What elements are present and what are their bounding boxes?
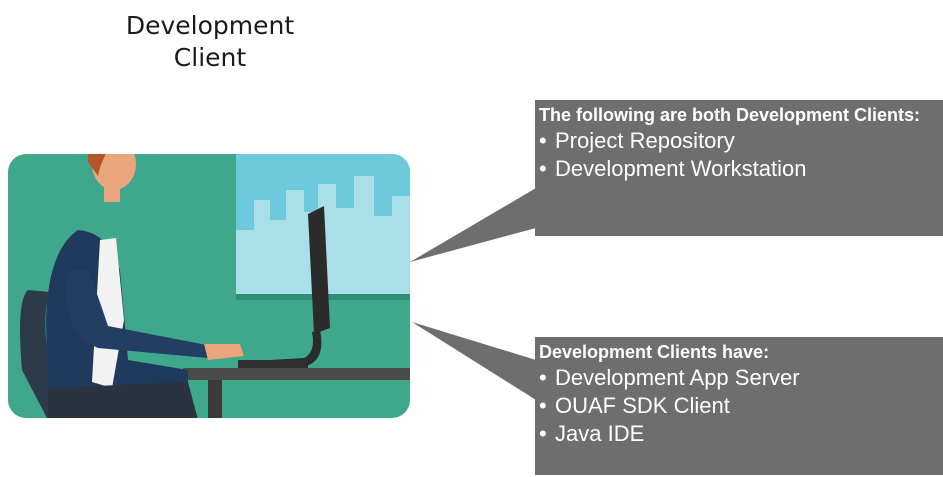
developer-at-workstation-illustration: [8, 154, 410, 418]
title-line-1: Development: [125, 11, 295, 40]
callout-item-label: Project Repository: [555, 128, 735, 153]
bullet-icon: •: [539, 128, 547, 153]
bullet-icon: •: [539, 393, 547, 418]
bullet-icon: •: [539, 421, 547, 446]
callout-box-top: The following are both Development Clien…: [535, 100, 943, 236]
callout-box-bottom: Development Clients have: • Development A…: [535, 337, 943, 475]
callout-list-item: • OUAF SDK Client: [539, 392, 937, 420]
callout-item-label: Java IDE: [555, 421, 645, 446]
callout-list-item: • Project Repository: [539, 127, 937, 155]
callout-list-item: • Development Workstation: [539, 155, 937, 183]
callout-heading: The following are both Development Clien…: [539, 105, 921, 125]
callout-item-label: OUAF SDK Client: [555, 393, 730, 418]
callout-list-item: • Development App Server: [539, 364, 937, 392]
title-line-2: Client: [173, 43, 247, 72]
callout-list: • Project Repository • Development Worksta…: [539, 127, 937, 183]
callout-pointer-bottom: [412, 322, 536, 400]
callout-pointer-top: [410, 188, 536, 262]
callout-heading: Development Clients have:: [539, 342, 770, 362]
callout-list: • Development App Server • OUAF SDK Client…: [539, 364, 937, 448]
bullet-icon: •: [539, 156, 547, 181]
callout-list-item: • Java IDE: [539, 420, 937, 448]
callout-item-label: Development App Server: [555, 365, 800, 390]
bullet-icon: •: [539, 365, 547, 390]
diagram-title: Development Client: [90, 10, 330, 74]
callout-item-label: Development Workstation: [555, 156, 807, 181]
